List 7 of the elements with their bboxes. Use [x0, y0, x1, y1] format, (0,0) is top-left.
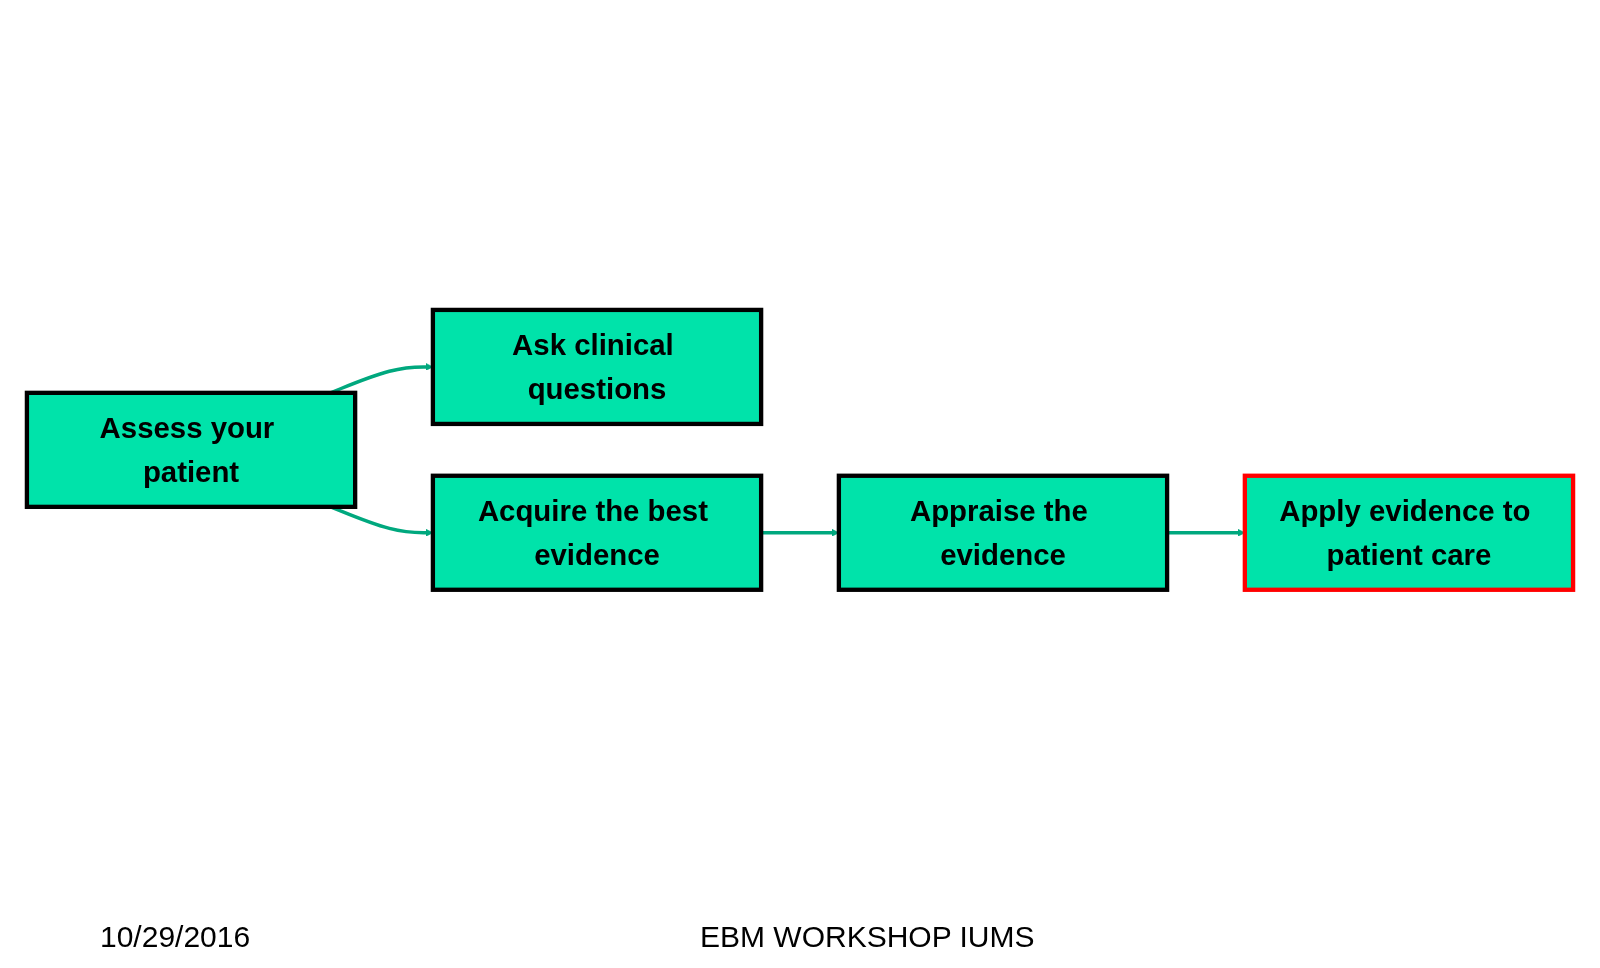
footer-text: EBM WORKSHOP IUMS	[700, 920, 1035, 954]
date-text: 10/29/2016	[100, 920, 251, 954]
node-box: Apply evidence to patient care	[1242, 473, 1576, 593]
node-box: Assess your patient	[24, 390, 358, 510]
node-box: Acquire the best evidence	[430, 473, 764, 593]
node-box: Appraise the evidence	[836, 473, 1170, 593]
node-box: Ask clinical questions	[430, 307, 764, 427]
